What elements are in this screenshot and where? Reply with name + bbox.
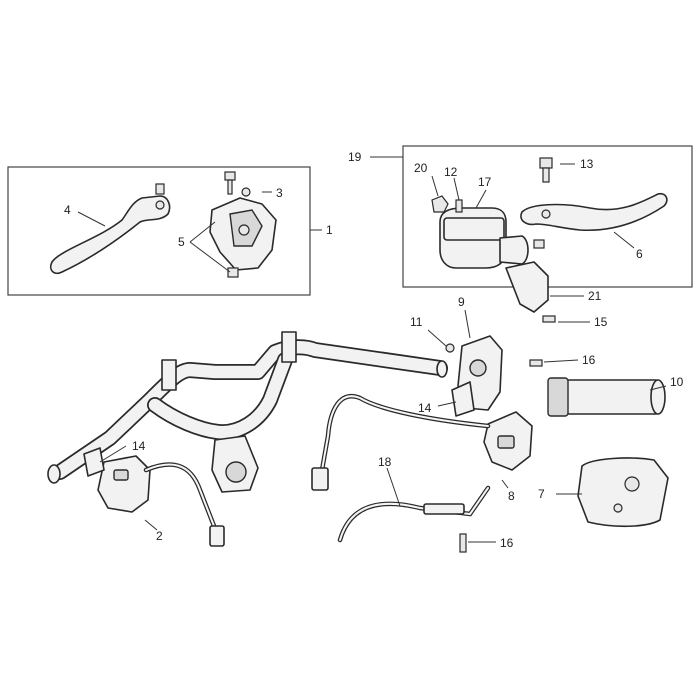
- callout-12: 12: [444, 165, 458, 179]
- lever-nut: [533, 239, 545, 249]
- master-cylinder: [439, 207, 549, 313]
- leader-16-upper: [543, 359, 579, 363]
- handlebar: [47, 331, 448, 493]
- leader-12: [453, 177, 460, 201]
- leader-14-right: [437, 401, 457, 407]
- callout-14-right: 14: [418, 401, 432, 415]
- leader-17: [475, 189, 487, 209]
- callout-20: 20: [414, 161, 428, 175]
- screw-16-lower: [459, 533, 467, 553]
- callout-18: 18: [378, 455, 392, 469]
- clutch-lever-bracket: [209, 197, 277, 271]
- callout-11: 11: [410, 315, 423, 329]
- callout-8: 8: [508, 489, 515, 503]
- leader-20: [431, 175, 439, 197]
- cover-7: [577, 457, 669, 528]
- leader-4: [77, 211, 106, 227]
- callout-21: 21: [588, 289, 602, 303]
- leader-2: [144, 519, 158, 531]
- bracket-screw-5: [224, 171, 236, 195]
- leader-14-left: [99, 445, 127, 463]
- right-switch-housing-8: [311, 394, 533, 491]
- callout-15: 15: [594, 315, 608, 329]
- leader-9: [464, 309, 471, 339]
- leader-18: [386, 467, 401, 507]
- throttle-grip-10: [547, 377, 666, 417]
- screw-16-upper: [529, 359, 543, 367]
- callout-6: 6: [636, 247, 643, 261]
- cable-tie-14-left: [83, 447, 105, 477]
- clutch-lever: [49, 183, 171, 275]
- nut-20: [431, 195, 449, 213]
- small-screw-3: [241, 187, 251, 197]
- throttle-cable-18: [337, 485, 491, 543]
- leader-11: [427, 329, 447, 347]
- leader-5b: [189, 241, 231, 273]
- clutch-group-box: [7, 166, 311, 296]
- callout-10: 10: [670, 375, 684, 389]
- callout-2: 2: [156, 529, 163, 543]
- cable-tie-14-right: [451, 381, 475, 417]
- leader-10: [649, 385, 667, 391]
- callout-3: 3: [276, 186, 283, 200]
- callout-16-upper: 16: [582, 353, 596, 367]
- reservoir-cap-screw-12: [455, 199, 463, 213]
- left-switch-housing: [97, 455, 225, 547]
- leader-8: [501, 479, 509, 489]
- callout-5: 5: [178, 235, 185, 249]
- callout-9: 9: [458, 295, 465, 309]
- callout-13: 13: [580, 157, 594, 171]
- callout-1: 1: [326, 223, 333, 237]
- callout-16-lower: 16: [500, 536, 514, 550]
- leader-5a: [189, 221, 216, 243]
- callout-7: 7: [538, 487, 545, 501]
- clamp-screw-15: [542, 315, 556, 323]
- lever-pivot-bolt-13: [539, 157, 553, 183]
- brake-lever: [520, 192, 668, 232]
- bracket-nut-5: [227, 267, 239, 278]
- callout-19: 19: [348, 150, 362, 164]
- callout-14-left: 14: [132, 439, 146, 453]
- callout-17: 17: [478, 175, 492, 189]
- screw-11: [445, 343, 455, 353]
- callout-4: 4: [64, 203, 71, 217]
- leader-6: [613, 231, 635, 249]
